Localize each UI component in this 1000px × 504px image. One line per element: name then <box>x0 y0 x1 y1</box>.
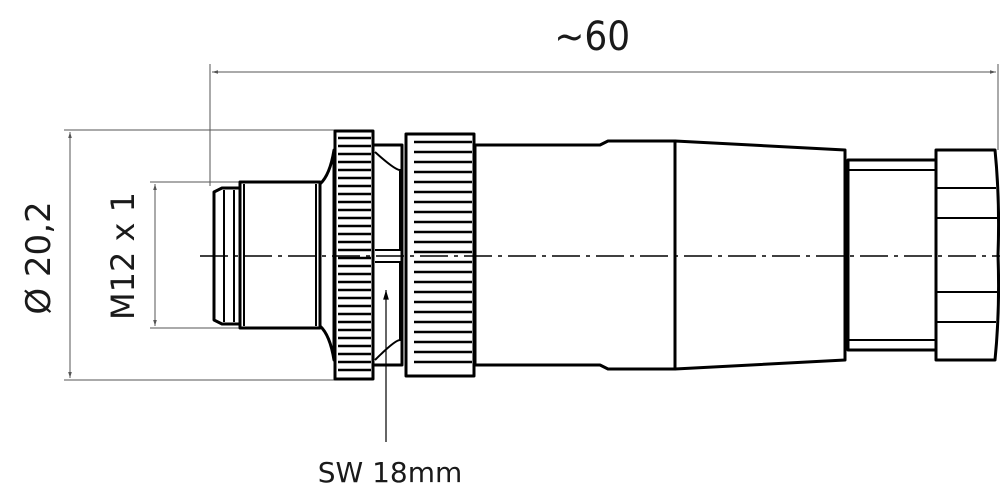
diameter-dimension: Ø 20,2 <box>19 129 340 381</box>
thread-dimension: M12 x 1 <box>104 181 240 329</box>
wrench-size-callout: SW 18mm <box>318 289 463 489</box>
length-label: ~60 <box>554 13 630 59</box>
diameter-label: Ø 20,2 <box>19 201 59 314</box>
wrench-size-label: SW 18mm <box>318 456 463 489</box>
connector-body <box>212 129 1000 381</box>
length-dimension: ~60 <box>209 13 999 186</box>
thread-label: M12 x 1 <box>104 192 142 320</box>
